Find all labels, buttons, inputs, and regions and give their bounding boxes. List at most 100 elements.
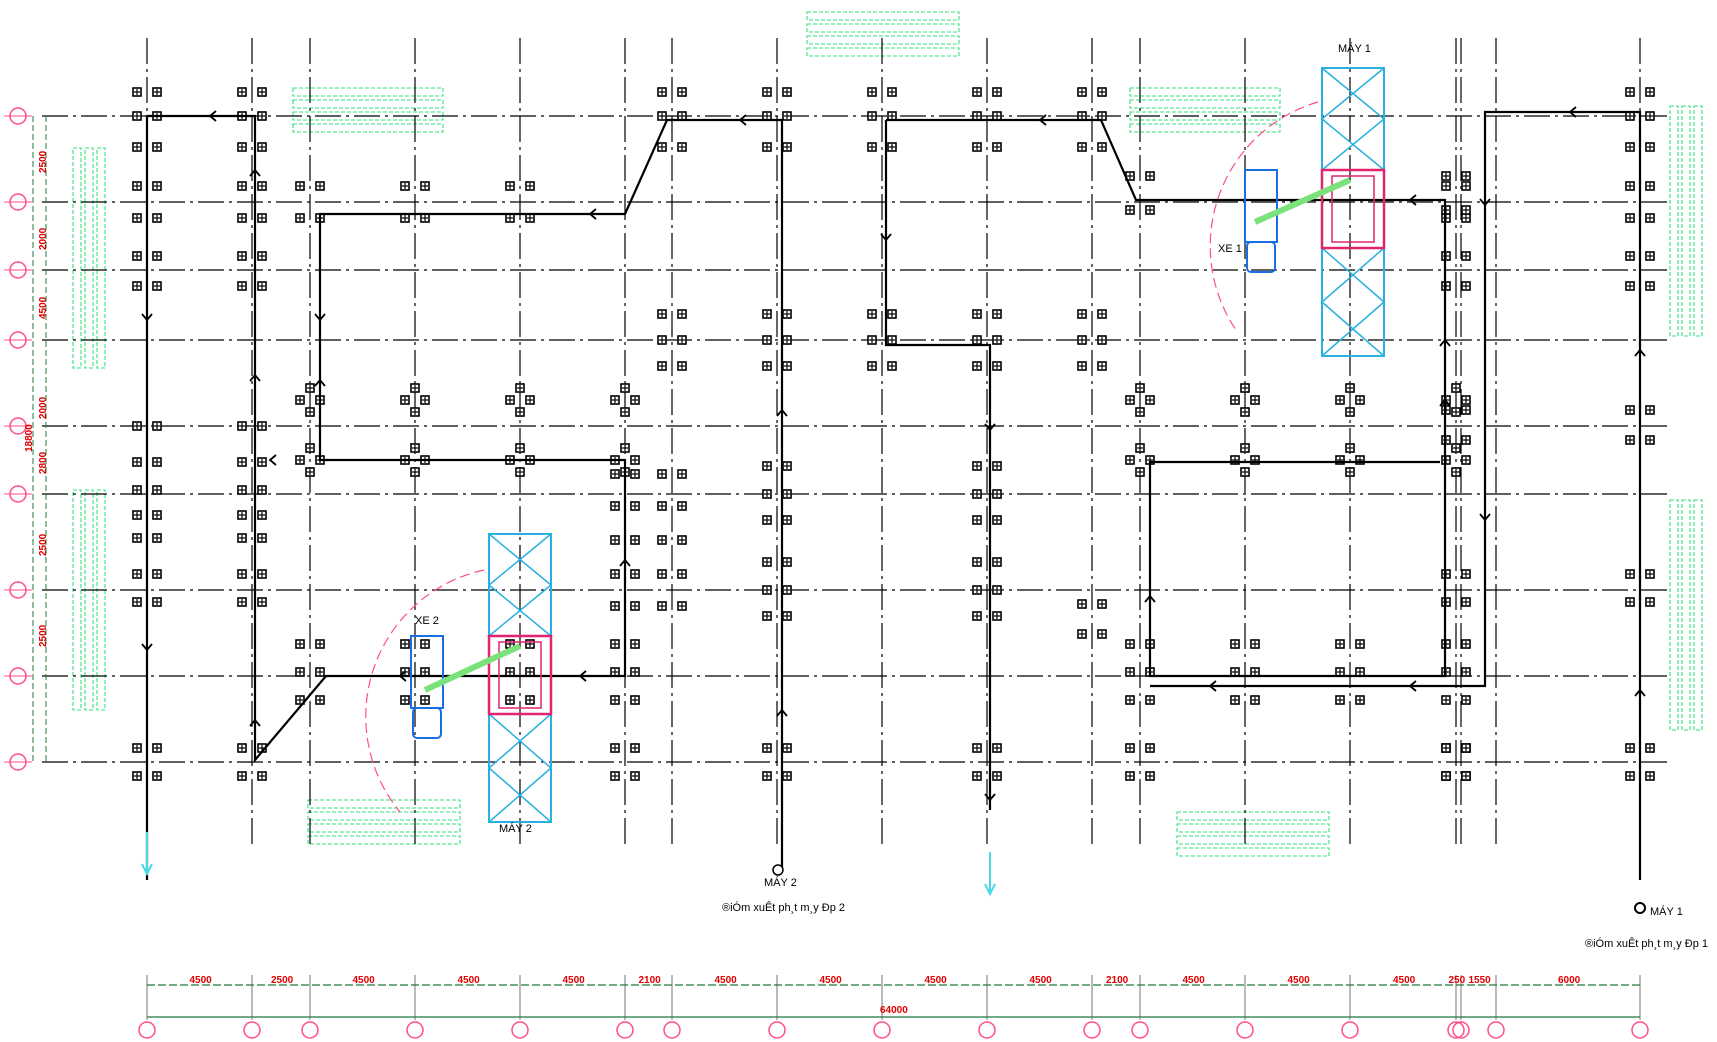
- pile-cap: [152, 213, 162, 223]
- pile-cap: [1335, 667, 1345, 677]
- machine-2: [487, 533, 553, 823]
- dimension-left-text: 2000: [38, 227, 49, 250]
- axis-grid: [4, 38, 1670, 845]
- exit-point-2-machine: MÁY 2: [764, 876, 797, 889]
- pile-cap: [677, 601, 687, 611]
- pile-cap: [1451, 383, 1461, 393]
- pile-cap: [1461, 435, 1471, 445]
- axis-bubble-bottom: [978, 1021, 996, 1039]
- pile-cap: [887, 335, 897, 345]
- pile-cap: [657, 142, 667, 152]
- crane-brace: [1321, 67, 1385, 120]
- pile-cap: [762, 557, 772, 567]
- pile-cap: [1145, 743, 1155, 753]
- pile-storage-stack: [1669, 105, 1679, 337]
- pile-cap: [972, 335, 982, 345]
- pile-storage-stack: [806, 35, 960, 45]
- pile-cap: [782, 87, 792, 97]
- pile-cap: [152, 87, 162, 97]
- pile-cap: [1125, 743, 1135, 753]
- pile-cap: [677, 501, 687, 511]
- pile-cap: [1645, 111, 1655, 121]
- pile-cap: [257, 533, 267, 543]
- pile-cap: [315, 667, 325, 677]
- pile-cap: [152, 251, 162, 261]
- axis-bubble-bottom: [663, 1021, 681, 1039]
- pile-cap: [762, 461, 772, 471]
- pile-cap: [782, 771, 792, 781]
- crane-brace: [1321, 118, 1385, 171]
- pile-cap: [782, 489, 792, 499]
- pile-cap: [1250, 455, 1260, 465]
- pile-cap: [1077, 335, 1087, 345]
- pile-cap: [610, 743, 620, 753]
- pile-storage-stack: [307, 799, 461, 809]
- pile-cap: [992, 111, 1002, 121]
- dimension-bottom-text: 4500: [1393, 975, 1416, 986]
- pile-cap: [410, 467, 420, 477]
- pile-cap: [1250, 395, 1260, 405]
- pile-cap: [132, 421, 142, 431]
- pile-cap: [420, 667, 430, 677]
- travel-path-machine-2: [145, 114, 784, 880]
- pile-cap: [992, 361, 1002, 371]
- dimension-bottom-text: 4500: [925, 975, 948, 986]
- pile-cap: [257, 181, 267, 191]
- pile-cap: [1125, 695, 1135, 705]
- pile-cap: [887, 87, 897, 97]
- pile-cap: [152, 421, 162, 431]
- pile-cap: [525, 213, 535, 223]
- pile-cap: [1461, 455, 1471, 465]
- pile-cap: [1335, 455, 1345, 465]
- pile-cap: [762, 87, 772, 97]
- pile-cap: [1625, 181, 1635, 191]
- axis-bubble-bottom: [511, 1021, 529, 1039]
- pile-storage-stack: [806, 11, 960, 21]
- pile-cap: [132, 510, 142, 520]
- pile-cap: [257, 87, 267, 97]
- direction-chevron: [141, 313, 153, 322]
- pile-cap: [295, 455, 305, 465]
- direction-chevron: [249, 718, 261, 727]
- pile-cap: [657, 569, 667, 579]
- pile-cap: [1335, 695, 1345, 705]
- pile-cap: [972, 771, 982, 781]
- truck-cab: [412, 707, 442, 739]
- pile-cap: [257, 457, 267, 467]
- pile-cap: [887, 111, 897, 121]
- pile-cap: [992, 557, 1002, 567]
- pile-cap: [762, 515, 772, 525]
- pile-cap: [992, 611, 1002, 621]
- pile-cap: [782, 743, 792, 753]
- pile-cap: [237, 485, 247, 495]
- pile-cap: [782, 557, 792, 567]
- pile-cap: [525, 667, 535, 677]
- pile-cap: [1461, 695, 1471, 705]
- pile-cap: [1077, 111, 1087, 121]
- dimension-left-text: 2000: [38, 396, 49, 419]
- pile-cap: [1625, 743, 1635, 753]
- axis-bubble-bottom: [1452, 1021, 1470, 1039]
- pile-cap: [515, 443, 525, 453]
- pile-cap: [1345, 467, 1355, 477]
- pile-cap: [505, 181, 515, 191]
- pile-storage-stack: [1176, 811, 1330, 821]
- direction-chevron: [1144, 594, 1156, 603]
- axis-bubble-bottom: [243, 1021, 261, 1039]
- pile-storage-stack: [292, 87, 444, 97]
- truck-2-label: XE 2: [415, 615, 439, 627]
- pile-cap: [887, 142, 897, 152]
- pile-cap: [630, 535, 640, 545]
- pile-cap: [762, 142, 772, 152]
- pile-cap: [295, 695, 305, 705]
- pile-cap: [867, 335, 877, 345]
- pile-cap: [762, 361, 772, 371]
- pile-cap: [657, 469, 667, 479]
- crane-frame: [488, 713, 552, 823]
- pile-cap: [630, 455, 640, 465]
- pile-cap: [1250, 667, 1260, 677]
- pile-cap: [657, 535, 667, 545]
- pile-cap: [1230, 667, 1240, 677]
- pile-cap: [867, 111, 877, 121]
- pile-cap: [1125, 639, 1135, 649]
